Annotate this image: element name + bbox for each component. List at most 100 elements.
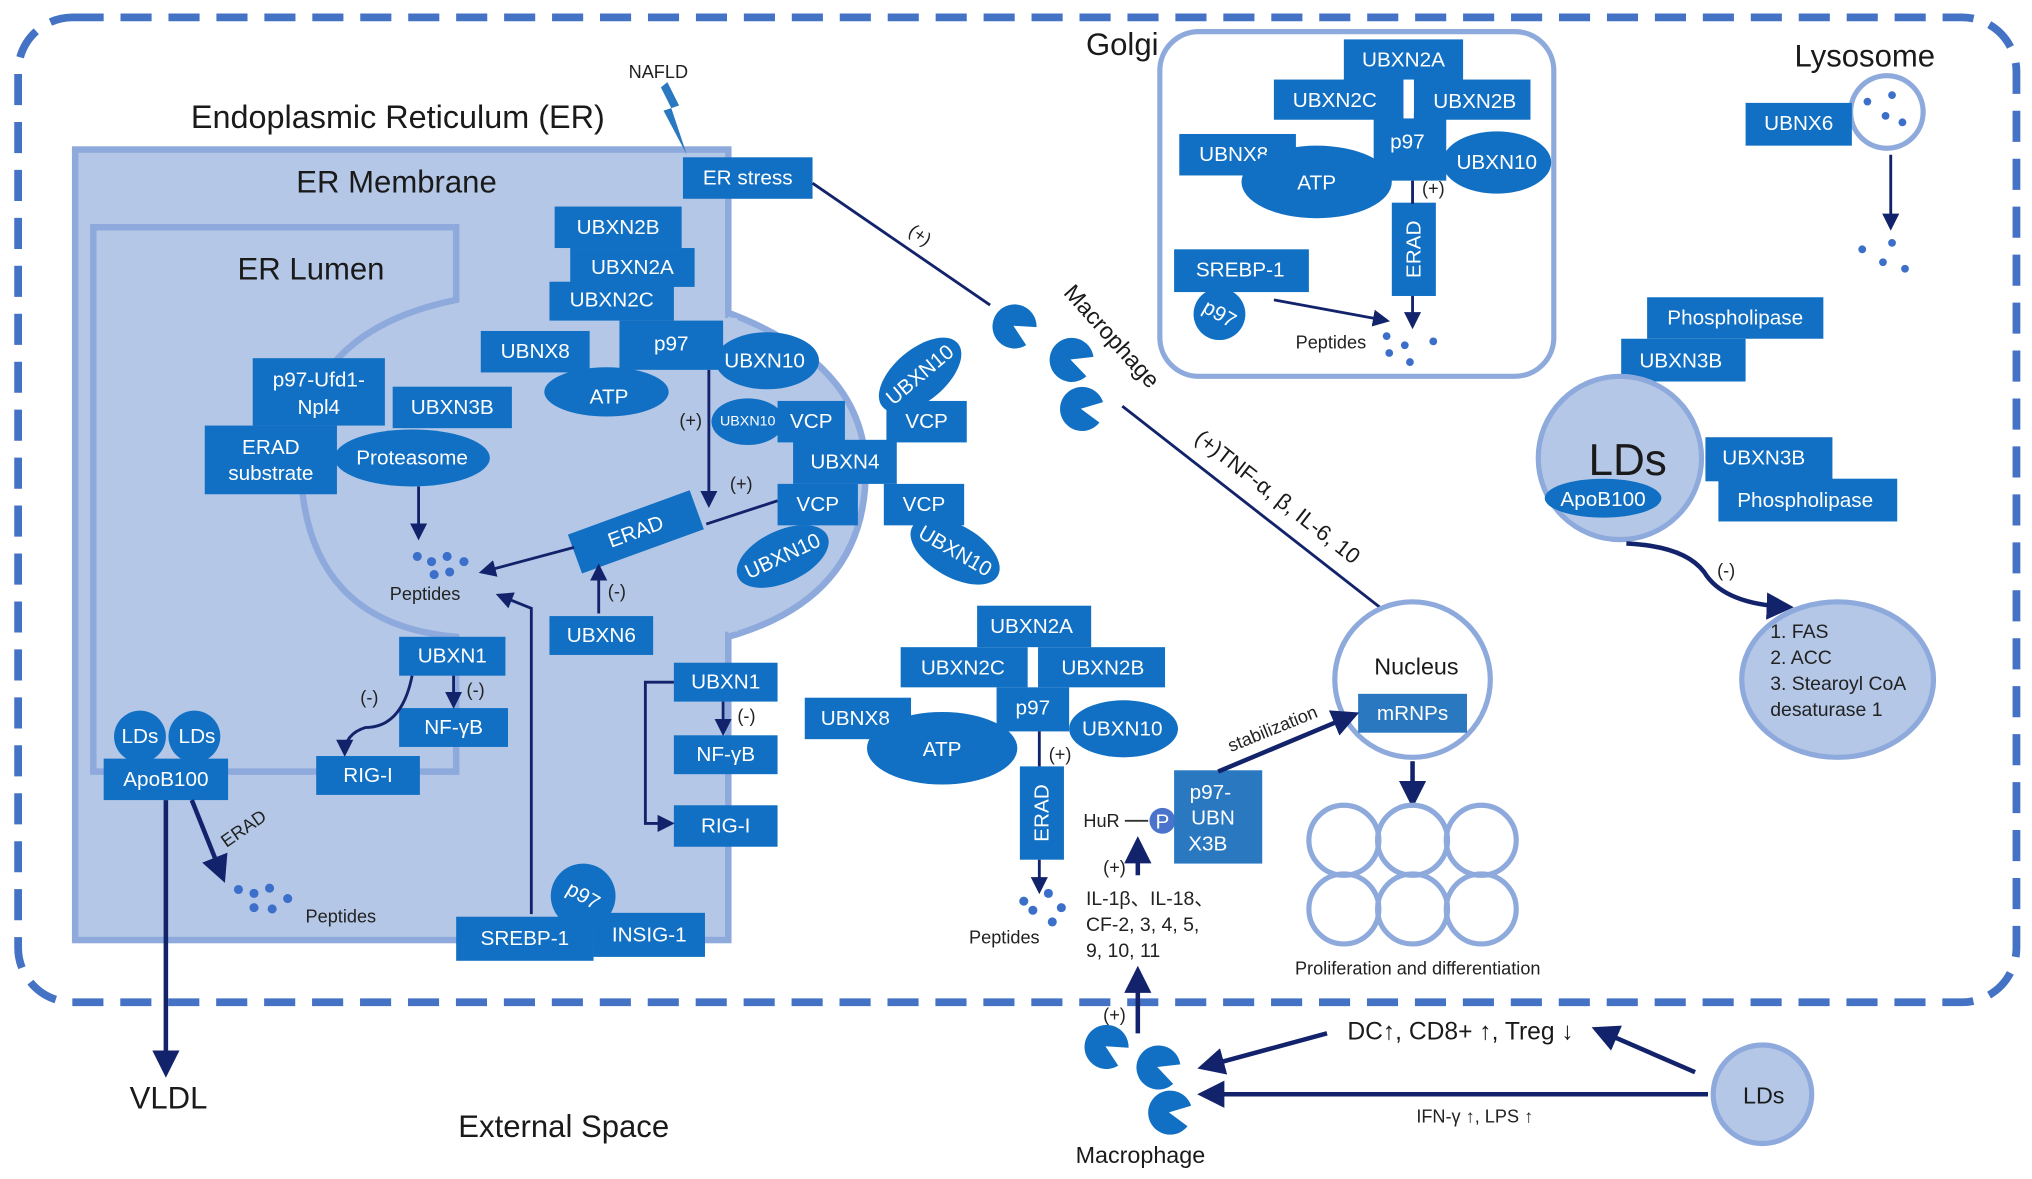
svg-text:UBNX6: UBNX6 xyxy=(1764,112,1833,135)
erad-substrate-box[interactable] xyxy=(204,425,337,495)
svg-text:mRNPs: mRNPs xyxy=(1377,702,1448,725)
nfkb-inner-box[interactable] xyxy=(399,708,508,747)
er-stress-box[interactable]: ER stress xyxy=(682,157,813,199)
svg-text:p97: p97 xyxy=(1390,130,1425,153)
svg-text:X3B: X3B xyxy=(1188,833,1227,856)
rigi-inner-box[interactable] xyxy=(316,756,420,795)
golgi-srebp1-box[interactable] xyxy=(1174,249,1309,293)
p97-ufd1-npl4-box[interactable] xyxy=(252,358,385,426)
vcp-box-br[interactable] xyxy=(883,483,965,526)
cytosol-p97-complex: UBXN2A UBXN2C UBXN2B p97 UBNX8 ATP UBXN1… xyxy=(804,605,1178,860)
svg-text:ApoB100: ApoB100 xyxy=(1560,488,1645,511)
golgi-erad-box[interactable] xyxy=(1391,202,1436,296)
macrophage-icon xyxy=(1049,337,1094,382)
ubxn3b-top-box[interactable] xyxy=(1621,338,1746,382)
apob100-erad-arrow xyxy=(189,799,228,883)
lds-external-circle[interactable] xyxy=(1710,1042,1815,1147)
ubxn10-ellipse-bl[interactable] xyxy=(727,512,838,601)
cyto-ubxn2b-box[interactable] xyxy=(1038,647,1166,688)
golgi-ubxn2b-box[interactable] xyxy=(1413,79,1531,120)
svg-text:UBNX8: UBNX8 xyxy=(501,340,570,363)
cyto-ubxn10-ellipse[interactable] xyxy=(1069,700,1178,758)
svg-text:VCP: VCP xyxy=(905,410,948,433)
er-p97-complex: UBXN2B UBXN2A UBXN2C UBNX8 p97 ATP UBXN1… xyxy=(480,206,820,417)
cyto-p97-box[interactable] xyxy=(996,687,1070,732)
svg-text:UBXN2A: UBXN2A xyxy=(1362,49,1445,72)
cyto-atp-ellipse[interactable] xyxy=(866,711,1018,785)
ubxn1-outer-to-rigi-arrow xyxy=(643,680,675,832)
golgi-p97-circle[interactable] xyxy=(1193,288,1246,341)
lds-circle-b[interactable] xyxy=(168,710,221,763)
ubxn2b-box[interactable] xyxy=(554,206,682,249)
ubxn10-ellipse-br[interactable] xyxy=(899,504,1010,598)
ubxn1-outer-box[interactable] xyxy=(673,662,778,702)
ubxn10-ellipse-tr[interactable] xyxy=(866,324,975,427)
svg-text:p97: p97 xyxy=(654,332,689,355)
srebp-insig-complex: p97 SREBP-1 INSIG-1 xyxy=(456,863,705,961)
ifn-lps-label: IFN-γ ↑, LPS ↑ xyxy=(1416,1106,1533,1126)
rigi-outer-box[interactable] xyxy=(673,805,778,847)
ubnx8-box[interactable] xyxy=(480,330,590,373)
golgi-ubxn2a-box[interactable] xyxy=(1343,39,1464,81)
ubxn2a-box[interactable] xyxy=(570,248,695,287)
golgi-boundary xyxy=(1157,29,1557,379)
ld-apob100-ellipse[interactable] xyxy=(1544,478,1662,518)
svg-text:ApoB100: ApoB100 xyxy=(123,768,208,791)
golgi-atp-ellipse[interactable] xyxy=(1241,145,1392,219)
ubxn6-box[interactable]: UBXN6 xyxy=(549,616,654,655)
ubxn3b-right-box[interactable] xyxy=(1705,437,1833,482)
proteasome-ellipse[interactable] xyxy=(334,429,490,487)
svg-text:UBXN6: UBXN6 xyxy=(567,624,636,647)
svg-text:SREBP-1: SREBP-1 xyxy=(1196,259,1285,282)
golgi-ubxn10-ellipse[interactable] xyxy=(1442,131,1552,194)
ubxn1-inner-box[interactable] xyxy=(399,636,506,676)
svg-text:ERAD: ERAD xyxy=(1030,784,1053,842)
svg-text:RIG-I: RIG-I xyxy=(343,764,393,787)
ubxn1-rigi-minus: (-) xyxy=(360,688,378,708)
macrophage-icon xyxy=(992,304,1037,349)
p97-circle[interactable] xyxy=(550,863,616,929)
p97-plus-label: (+) xyxy=(679,410,702,430)
p97-box[interactable] xyxy=(619,320,724,370)
svg-text:UBXN3B: UBXN3B xyxy=(1722,446,1805,469)
apob-peptides-label: Peptides xyxy=(306,907,377,927)
svg-text:LDs: LDs xyxy=(179,725,216,748)
svg-text:UBXN10: UBXN10 xyxy=(724,349,805,372)
svg-text:RIG-I: RIG-I xyxy=(701,815,751,838)
ubxn4-box[interactable] xyxy=(793,439,897,484)
mrnps-box[interactable]: mRNPs xyxy=(1358,693,1467,733)
er-erad-box[interactable]: ERAD xyxy=(567,490,704,574)
svg-text:VCP: VCP xyxy=(903,493,946,516)
vcp-to-erad-line xyxy=(705,499,778,526)
target-acc: 2. ACC xyxy=(1770,647,1832,669)
ubxn10-small-ellipse[interactable] xyxy=(711,398,785,446)
lysosome-label: Lysosome xyxy=(1795,39,1936,74)
cyto-ubxn2c-box[interactable] xyxy=(900,647,1028,688)
golgi-ubxn2c-box[interactable] xyxy=(1273,79,1404,120)
er-peptides-label: Peptides xyxy=(390,584,461,604)
cyto-erad-box[interactable] xyxy=(1019,766,1064,860)
ubxn3b-box[interactable] xyxy=(392,386,512,429)
insig1-box[interactable] xyxy=(593,912,705,957)
lysosome-ubnx6-box[interactable]: UBNX6 xyxy=(1745,102,1852,146)
golgi-peptides-dots xyxy=(1382,332,1438,366)
cyto-ubxn2a-box[interactable] xyxy=(977,605,1092,648)
vcp-box-bl[interactable] xyxy=(777,483,858,526)
phospholipase-right-box[interactable] xyxy=(1718,478,1898,522)
vcp-box-tl[interactable] xyxy=(777,400,845,443)
atp-ellipse[interactable] xyxy=(544,367,669,417)
external-space-label: External Space xyxy=(458,1109,669,1144)
nfkb-outer-box[interactable] xyxy=(673,735,778,775)
nucleus-label: Nucleus xyxy=(1374,654,1458,680)
lysosome-dots xyxy=(1863,91,1907,127)
ubxn10-ellipse[interactable] xyxy=(715,332,820,390)
ubxn1-to-rigi-arrow xyxy=(336,675,414,757)
apob100-box[interactable] xyxy=(103,758,229,801)
p97-ubnx3b-box[interactable]: p97- UBN X3B xyxy=(1174,770,1263,864)
ubxn2c-box[interactable] xyxy=(549,281,674,321)
phospholipase-top-box[interactable] xyxy=(1647,297,1824,339)
svg-text:p97: p97 xyxy=(1016,697,1051,720)
lds-circle-a[interactable] xyxy=(114,710,166,763)
srebp1-box[interactable] xyxy=(456,916,594,961)
svg-text:UBXN10: UBXN10 xyxy=(1082,717,1163,740)
